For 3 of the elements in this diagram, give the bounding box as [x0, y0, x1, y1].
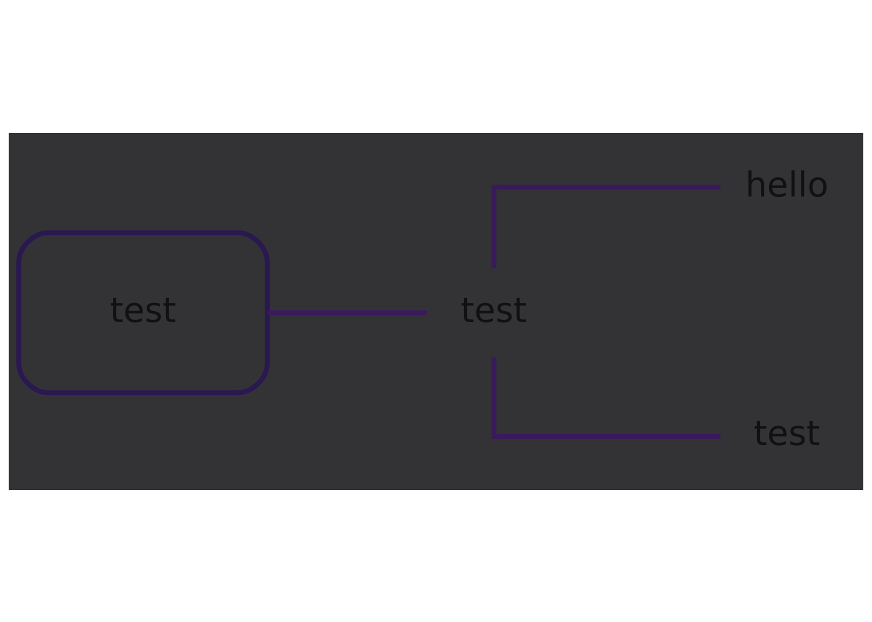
connector	[491, 356, 720, 438]
connector	[491, 184, 720, 268]
connector	[268, 310, 427, 315]
